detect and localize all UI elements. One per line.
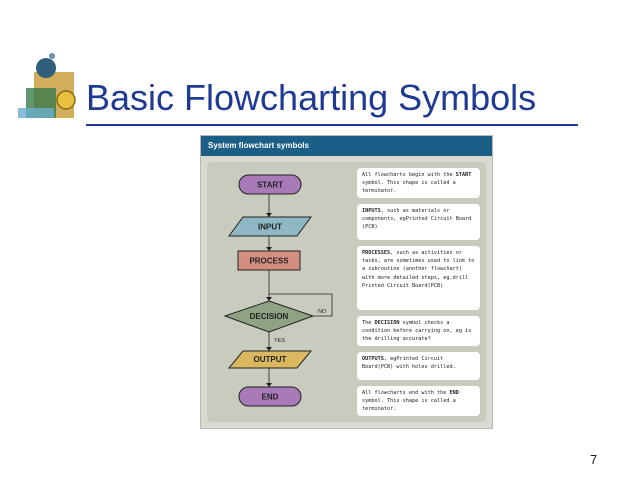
input-label: INPUT <box>258 223 282 232</box>
note-process: PROCESSES, such as activities or tasks, … <box>357 246 480 310</box>
note-start: All flowcharts begin with the START symb… <box>357 168 480 198</box>
figure-panel: START INPUT PROCESS DECISION OUTPUT END … <box>207 162 486 422</box>
no-branch-label: NO <box>318 309 327 315</box>
note-input: INPUTS, such as materials or components,… <box>357 204 480 240</box>
decision-diamond <box>223 300 315 333</box>
yes-branch-label: YES <box>274 338 285 344</box>
process-box <box>237 250 301 271</box>
flowchart-diagram: START INPUT PROCESS DECISION OUTPUT END … <box>223 174 333 407</box>
end-terminator <box>238 386 302 407</box>
note-decision: The DECISION symbol checks a condition b… <box>357 316 480 346</box>
decision-label: DECISION <box>250 312 289 321</box>
end-label: END <box>262 393 279 402</box>
start-label: START <box>257 181 283 190</box>
start-terminator <box>238 174 302 195</box>
note-output: OUTPUTS, egPrinted Circuit Board(PCB) wi… <box>357 352 480 380</box>
logo-emblem <box>14 50 84 128</box>
page-number: 7 <box>590 452 598 467</box>
title-underline <box>86 124 578 126</box>
input-parallelogram <box>228 216 312 237</box>
note-end: All flowcharts end with the END symbol. … <box>357 386 480 416</box>
figure-header: System flowchart symbols <box>201 136 492 156</box>
output-parallelogram <box>227 350 313 369</box>
process-label: PROCESS <box>249 257 289 266</box>
output-label: OUTPUT <box>254 355 287 364</box>
slide-title: Basic Flowcharting Symbols <box>86 77 537 118</box>
flowchart-figure: System flowchart symbols <box>200 135 493 429</box>
